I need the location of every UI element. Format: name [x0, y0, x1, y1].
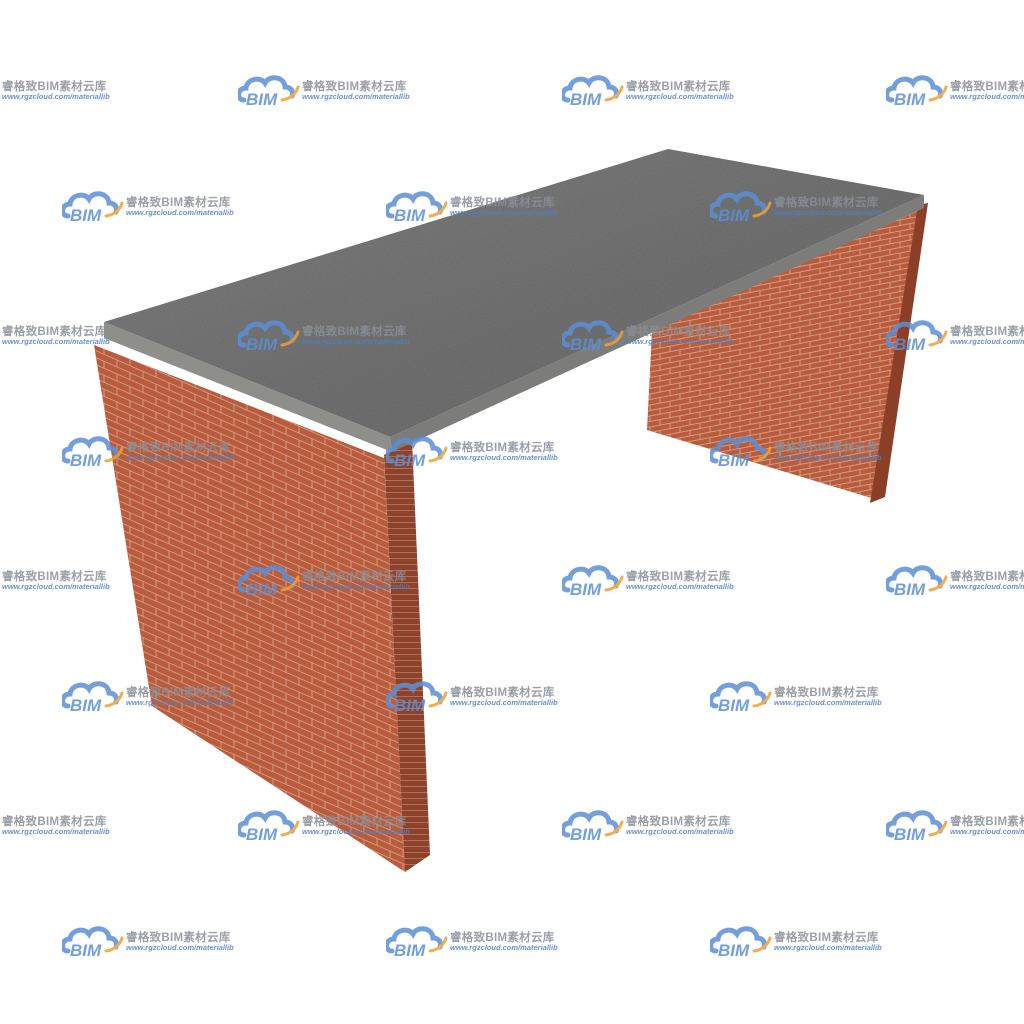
table-top-texture — [104, 149, 924, 437]
back-wall-face — [647, 210, 920, 500]
back-wall-panel — [647, 203, 928, 503]
table-top — [104, 149, 924, 452]
back-wall-edge — [870, 203, 928, 503]
front-wall-edge-shade — [384, 440, 430, 872]
front-wall-panel — [94, 345, 430, 872]
front-wall-edge — [384, 440, 430, 872]
table-top-front-edge — [104, 322, 392, 452]
front-wall-face — [94, 345, 405, 872]
table-top-right-edge — [390, 195, 924, 452]
